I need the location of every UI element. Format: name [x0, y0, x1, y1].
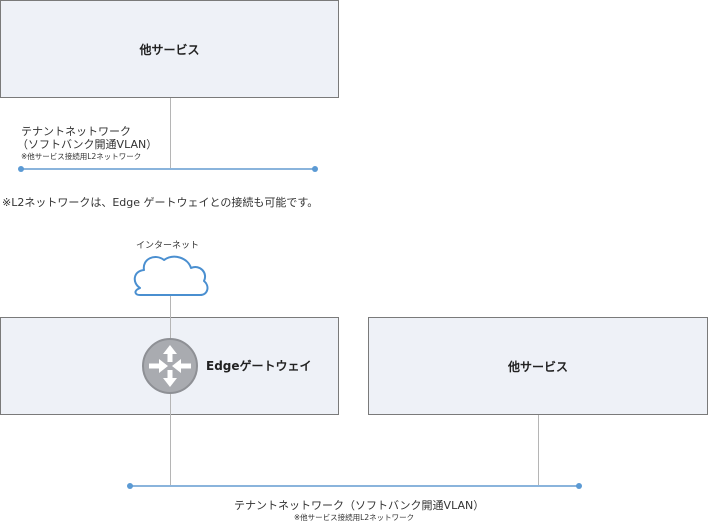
- bottom-network-note: ※他サービス接続用L2ネットワーク: [293, 513, 415, 522]
- internet-connector: [170, 296, 171, 317]
- top-network-right-dot: [312, 166, 318, 172]
- top-network-line: [21, 168, 315, 170]
- bottom-network-label: テナントネットワーク（ソフトバンク開通VLAN）: [234, 499, 485, 512]
- top-network-note: ※他サービス接続用L2ネットワーク: [21, 152, 142, 161]
- edge-gateway-label: Edgeゲートウェイ: [206, 359, 312, 373]
- bottom-network-line: [130, 485, 579, 487]
- bottom-network-right-dot: [576, 483, 582, 489]
- top-connector: [170, 98, 171, 169]
- service-to-network-connector: [538, 415, 539, 486]
- right-service-title: 他サービス: [507, 359, 568, 374]
- edge-to-network-connector: [170, 415, 171, 486]
- right-service-box: 他サービス: [368, 317, 708, 415]
- internet-label: インターネット: [136, 241, 200, 251]
- top-service-title: 他サービス: [139, 42, 200, 57]
- footnote: ※L2ネットワークは、Edge ゲートウェイとの接続も可能です。: [2, 196, 319, 209]
- top-network-label-line1: テナントネットワーク: [21, 125, 131, 138]
- top-service-box: 他サービス: [0, 0, 339, 98]
- router-icon: [142, 338, 198, 394]
- cloud-icon: [133, 255, 209, 296]
- top-network-left-dot: [18, 166, 24, 172]
- top-network-label-line2: （ソフトバンク開通VLAN）: [17, 138, 158, 151]
- bottom-network-left-dot: [127, 483, 133, 489]
